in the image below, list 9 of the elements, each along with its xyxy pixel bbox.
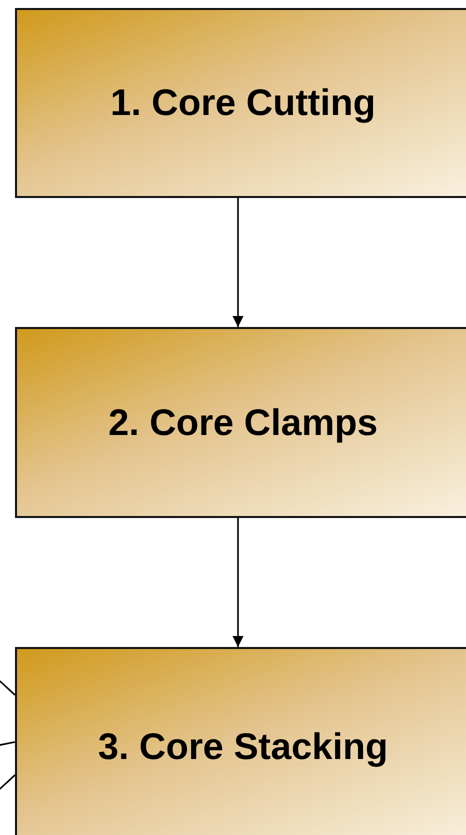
process-box xyxy=(15,8,466,198)
arrow xyxy=(232,518,244,647)
arrow xyxy=(232,198,244,327)
step-label: 3. Core Stacking xyxy=(98,726,388,768)
process-box xyxy=(15,647,466,835)
connector-line xyxy=(0,741,16,748)
step-label: 1. Core Cutting xyxy=(110,82,376,124)
step-label: 2. Core Clamps xyxy=(108,402,378,444)
process-box xyxy=(15,327,466,518)
